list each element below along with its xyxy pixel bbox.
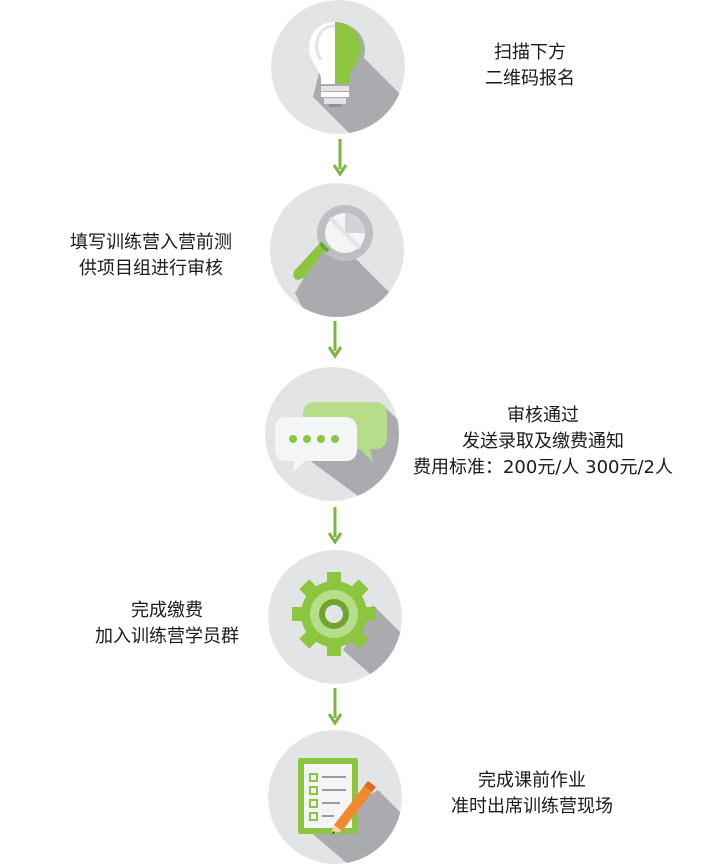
chat-bubbles-icon bbox=[265, 367, 399, 501]
step-5-text: 完成课前作业 准时出席训练营现场 bbox=[451, 770, 613, 817]
checklist-icon bbox=[268, 730, 402, 864]
lightbulb-icon bbox=[271, 0, 405, 134]
step-1-circle bbox=[271, 0, 405, 134]
down-arrow-icon bbox=[327, 507, 343, 545]
step-1-text: 扫描下方 二维码报名 bbox=[485, 42, 575, 89]
step-3-circle bbox=[265, 367, 399, 501]
arrow-4 bbox=[325, 688, 345, 728]
gear-icon bbox=[268, 550, 402, 684]
down-arrow-icon bbox=[327, 688, 343, 726]
down-arrow-icon bbox=[327, 321, 343, 359]
magnifier-icon bbox=[270, 183, 404, 317]
down-arrow-icon bbox=[332, 139, 348, 177]
step-2-text: 填写训练营入营前测 供项目组进行审核 bbox=[70, 232, 232, 279]
step-3-text: 审核通过 发送录取及缴费通知 费用标准：200元/人 300元/2人 bbox=[412, 405, 673, 478]
step-2-circle bbox=[270, 183, 404, 317]
step-4-circle bbox=[268, 550, 402, 684]
step-5-circle bbox=[268, 730, 402, 864]
arrow-1 bbox=[330, 139, 350, 179]
arrow-2 bbox=[325, 321, 345, 361]
arrow-3 bbox=[325, 507, 345, 547]
step-4-text: 完成缴费 加入训练营学员群 bbox=[95, 600, 239, 647]
